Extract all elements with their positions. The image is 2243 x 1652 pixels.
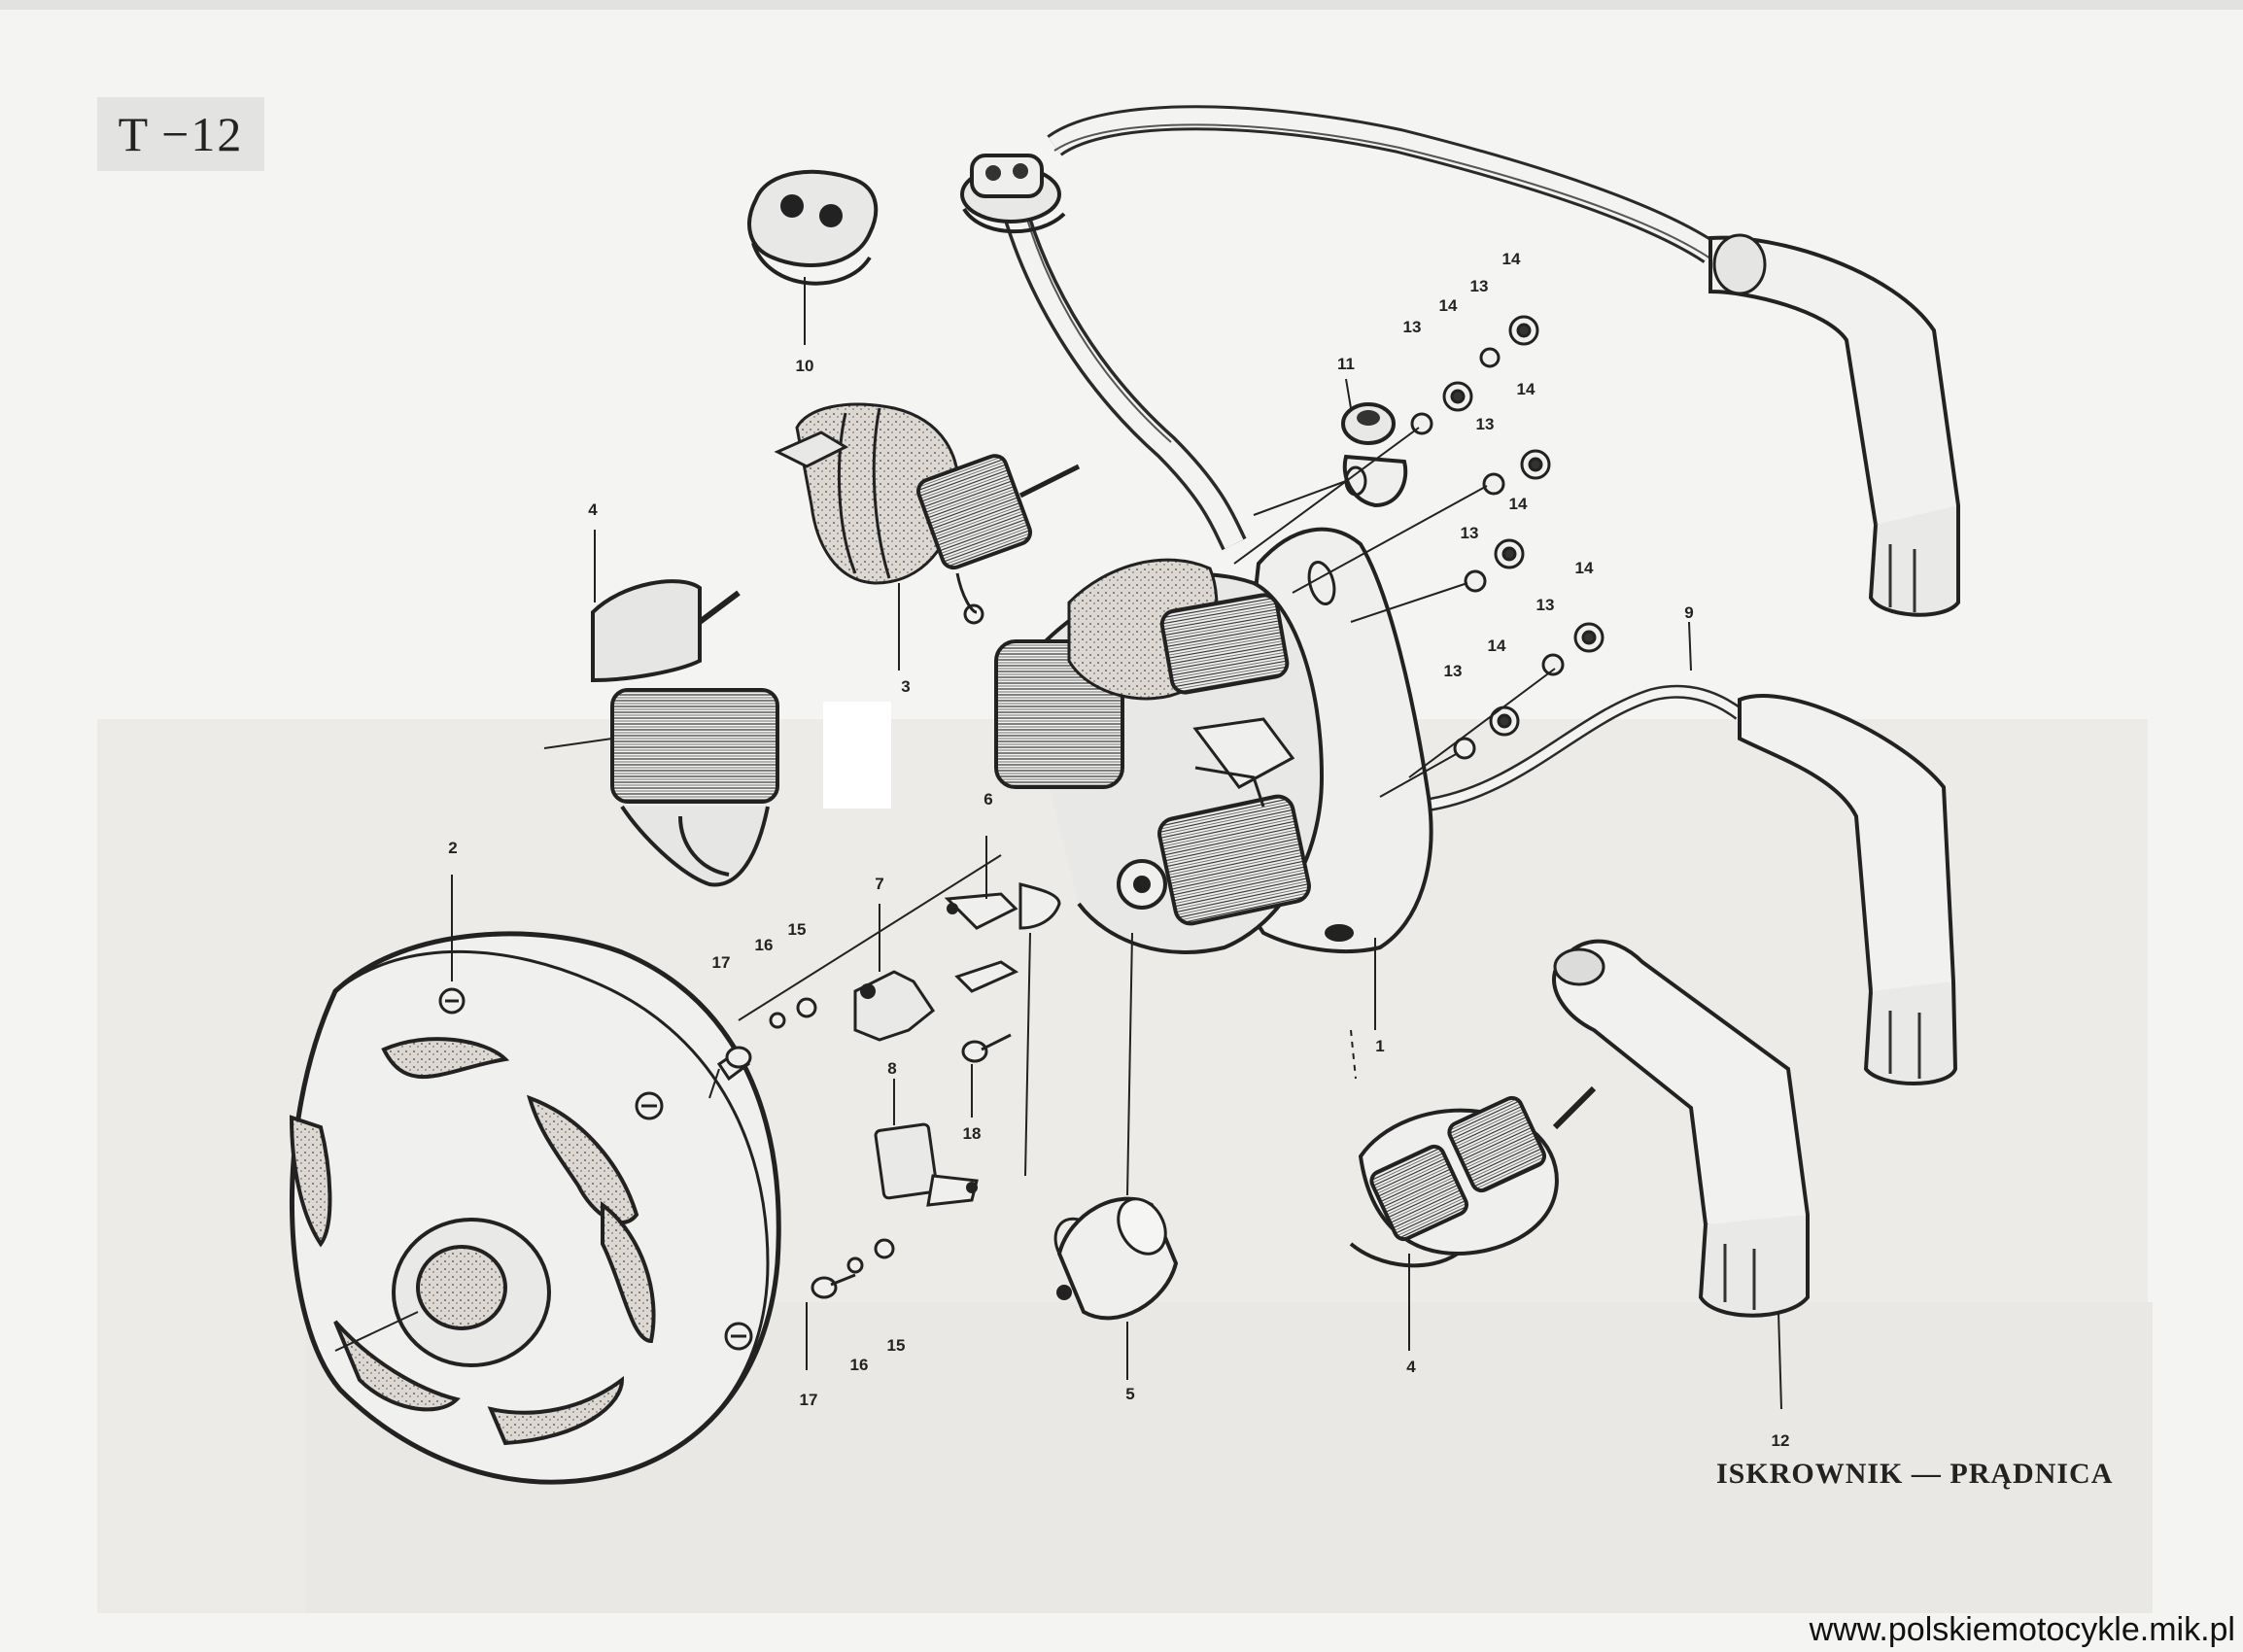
label-13-f: 13 [1444,662,1463,680]
cable-holder-10 [747,169,879,345]
label-11: 11 [1337,355,1355,373]
spark-plug-cap-middle [1738,694,1958,1085]
label-12: 12 [1772,1431,1790,1450]
condenser-5 [1053,932,1179,1380]
leader-9 [1688,621,1692,671]
label-16-b: 16 [850,1356,869,1374]
label-13-d: 13 [1461,524,1479,542]
label-5: 5 [1125,1385,1134,1403]
flywheel-rotor-2 [289,875,781,1485]
source-url: www.polskiemotocykle.mik.pl [1809,1611,2235,1648]
label-9: 9 [1684,603,1693,622]
label-1: 1 [1375,1037,1384,1055]
breaker-parts [853,836,1061,1207]
part-number-labels: 10 11 3 4 2 1 5 6 7 8 9 12 4 13 14 13 14… [448,250,1789,1450]
label-14-e: 14 [1575,559,1594,577]
label-16-a: 16 [755,936,774,954]
label-18: 18 [963,1124,982,1143]
spark-plug-cap-12 [1552,939,1811,1318]
label-15-b: 15 [887,1336,906,1355]
leader-lines-small [708,854,1002,1370]
label-14-c: 14 [1517,380,1536,398]
label-4-lower: 4 [1406,1358,1416,1376]
ignition-coil-3 [774,402,1081,671]
label-14-a: 14 [1439,296,1458,315]
spark-plug-cap-upper [1708,233,1961,617]
sheet-number: T −12 [97,97,264,171]
label-13-e: 13 [1536,596,1555,614]
cable-clamp [960,154,1066,234]
label-13-b: 13 [1470,277,1489,295]
blank-patch [823,702,891,809]
lighting-coil-4-lower [1349,1085,1597,1351]
washer-nut-set [1410,315,1605,760]
label-14-b: 14 [1502,250,1521,268]
lighting-coil-4-upper [543,530,779,887]
label-8: 8 [887,1059,896,1078]
label-14-f: 14 [1488,637,1506,655]
hv-cable-lower [1388,684,1744,813]
cable-connector-11 [1253,378,1408,516]
label-17-b: 17 [800,1391,818,1409]
label-15-a: 15 [788,920,807,939]
scan-edge [0,0,2243,10]
stator-plate-1 [994,527,1433,1080]
label-6: 6 [983,790,992,809]
hv-cable-upper [997,105,1718,551]
label-3: 3 [901,677,910,696]
mounting-lines [1233,427,1556,798]
label-13-a: 13 [1403,318,1422,336]
label-13-c: 13 [1476,415,1495,433]
label-2: 2 [448,839,457,857]
label-14-d: 14 [1509,495,1528,513]
label-7: 7 [875,875,883,893]
label-17-a: 17 [712,953,731,972]
leader-12 [1777,1311,1782,1410]
screws-washers [716,997,1012,1299]
label-10: 10 [796,357,814,375]
label-4-upper: 4 [588,500,598,519]
diagram-caption: ISKROWNIK — PRĄDNICA [1716,1458,2114,1490]
